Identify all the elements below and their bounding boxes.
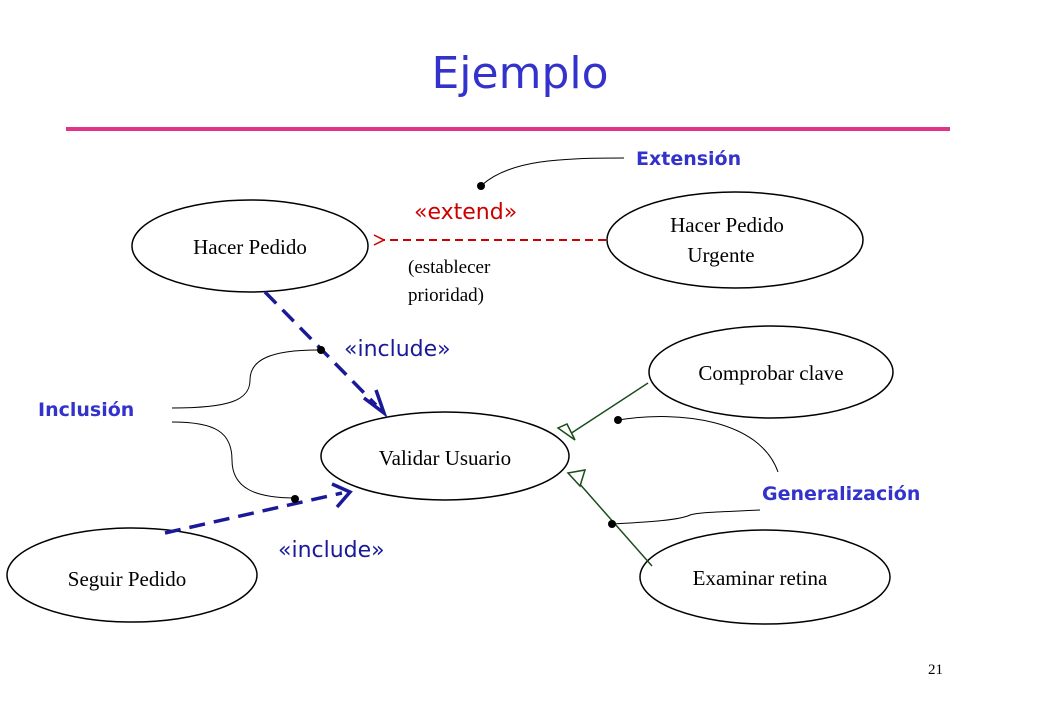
page-number: 21 [928, 662, 943, 678]
usecase-hacer-pedido-urgente-line1: Hacer Pedido [670, 213, 784, 237]
inclusion-label: Inclusión [38, 399, 135, 421]
include-stereotype-bottom: «include» [278, 538, 385, 563]
extension-label: Extensión [636, 148, 742, 170]
include-stereotype-top: «include» [344, 337, 451, 362]
usecase-validar-usuario: Validar Usuario [378, 446, 512, 470]
include-arrow-bottom-head [331, 482, 353, 509]
usecase-hacer-pedido: Hacer Pedido [193, 235, 307, 259]
extend-stereotype: «extend» [414, 200, 518, 225]
extend-note-line1: (establecer [408, 257, 491, 278]
usecase-validar-usuario-ellipse[interactable] [320, 411, 570, 501]
generalization-label: Generalización [762, 483, 921, 505]
include-arrow-top-head [362, 389, 388, 418]
extend-note-line2: prioridad) [408, 285, 484, 306]
inclusion-callout-dot-bottom [291, 495, 299, 503]
usecase-hacer-pedido-urgente-line2: Urgente [687, 243, 755, 267]
usecase-examinar-retina-ellipse[interactable] [639, 529, 891, 625]
extension-callout-dot [477, 182, 485, 190]
usecase-hacer-pedido-ellipse[interactable] [131, 199, 369, 293]
generalization-callout-lower [611, 509, 761, 525]
generalization-triangle-bottom [566, 469, 587, 488]
generalization-callout-dot-bottom [608, 520, 616, 528]
usecase-hacer-pedido-urgente: Hacer Pedido Urgente [607, 210, 847, 270]
title-underline [66, 127, 950, 131]
usecase-hacer-pedido-urgente-ellipse[interactable] [606, 191, 864, 289]
inclusion-callout-dot-top [317, 346, 325, 354]
inclusion-callout-upper [171, 349, 319, 409]
inclusion-callout-lower [171, 421, 296, 499]
page-title: Ejemplo [431, 48, 609, 99]
generalization-callout-upper [617, 416, 779, 473]
extend-condition-note: (establecer prioridad) [408, 254, 490, 310]
usecase-seguir-pedido: Seguir Pedido [67, 567, 187, 591]
usecase-comprobar-clave: Comprobar clave [698, 361, 844, 385]
usecase-seguir-pedido-ellipse[interactable] [6, 527, 258, 623]
generalization-triangle-top [556, 423, 576, 441]
usecase-comprobar-clave-ellipse[interactable] [648, 325, 894, 419]
generalization-callout-dot-top [614, 416, 622, 424]
extension-callout-line [481, 157, 625, 186]
generalization-line-comprobar [569, 382, 649, 435]
include-arrow-bottom [164, 491, 343, 535]
usecase-examinar-retina: Examinar retina [692, 566, 828, 590]
